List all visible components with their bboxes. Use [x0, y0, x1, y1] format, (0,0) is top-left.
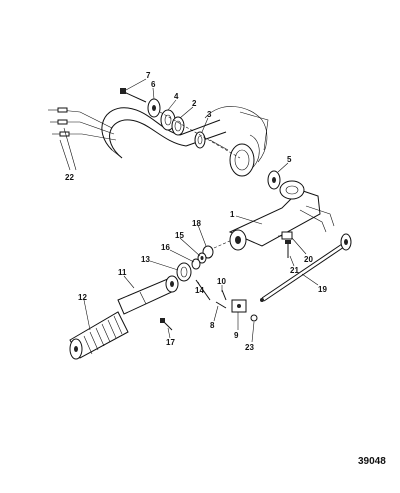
part-1-steering-arm	[213, 180, 335, 251]
callout-23: 23	[245, 343, 254, 352]
part-15-washer	[197, 252, 207, 264]
figure-number: 39048	[358, 456, 386, 467]
part-20-clip	[278, 231, 293, 240]
callout-13: 13	[141, 255, 150, 264]
callout-22: 22	[65, 173, 74, 182]
callout-18: 18	[192, 219, 201, 228]
callout-5: 5	[287, 155, 292, 164]
callout-14: 14	[195, 286, 204, 295]
callout-19: 19	[318, 285, 327, 294]
callout-4: 4	[174, 92, 179, 101]
part-23-screw	[250, 314, 258, 322]
part-9-block	[231, 299, 247, 313]
callout-3: 3	[207, 110, 212, 119]
part-8-clip	[215, 301, 227, 309]
part-19-link-rod	[260, 233, 352, 302]
part-12-splined-shaft	[69, 311, 129, 360]
part-3-ring	[194, 131, 206, 149]
callout-6: 6	[151, 80, 156, 89]
leader-lines	[59, 78, 319, 343]
part-21-screw	[285, 240, 291, 258]
callout-9: 9	[234, 331, 239, 340]
callout-16: 16	[161, 243, 170, 252]
callout-7: 7	[146, 71, 151, 80]
part-6-bushing	[147, 98, 161, 118]
part-10-pin	[221, 289, 227, 301]
part-11-tube	[117, 275, 179, 315]
callout-8: 8	[210, 321, 215, 330]
callout-11: 11	[118, 268, 127, 277]
callout-10: 10	[217, 277, 226, 286]
callout-17: 17	[166, 338, 175, 347]
part-13-bushing	[176, 262, 192, 282]
callout-15: 15	[175, 231, 184, 240]
callout-21: 21	[290, 266, 299, 275]
swivel-housing	[204, 106, 269, 177]
callout-2: 2	[192, 99, 197, 108]
part-17-screw	[160, 318, 173, 331]
callout-labels: 7 6 4 2 3 5 1 18 15 16 13 14 11 12 17 10…	[65, 71, 327, 352]
callout-20: 20	[304, 255, 313, 264]
callout-1: 1	[230, 210, 235, 219]
callout-12: 12	[78, 293, 87, 302]
part-7-screw	[120, 88, 147, 103]
part-16-nut	[191, 258, 201, 270]
part-5-washer	[267, 170, 281, 190]
